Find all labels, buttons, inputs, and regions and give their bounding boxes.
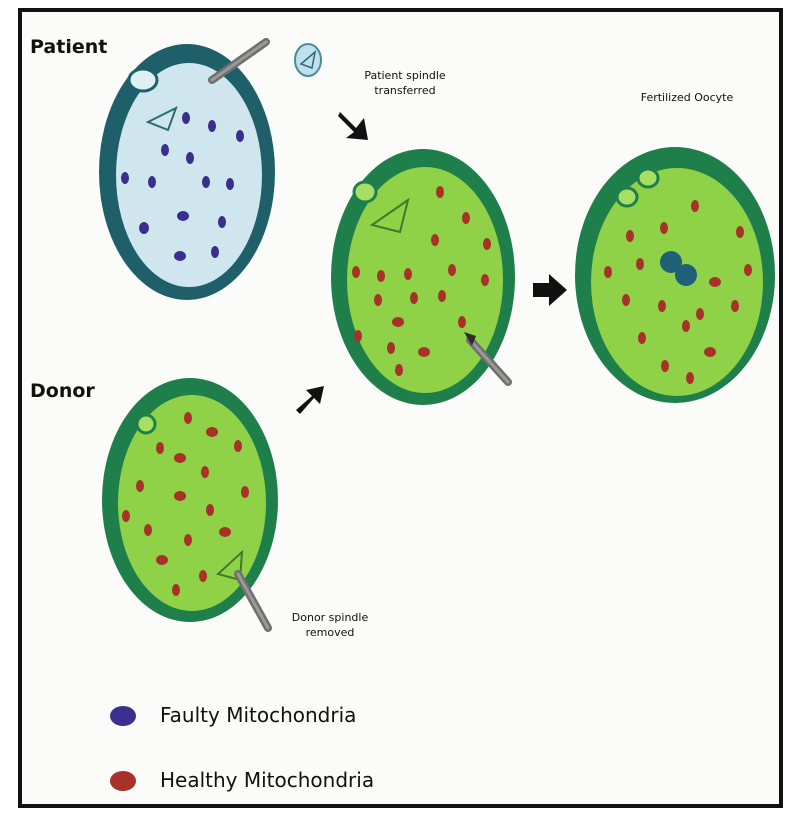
polar-body-1	[617, 188, 637, 206]
fertilized-oocyte-cytoplasm	[591, 168, 763, 396]
label-donor-spindle-line1: Donor spindle	[280, 610, 380, 625]
legend-faulty-marker	[110, 706, 136, 726]
label-patient: Patient	[30, 36, 107, 58]
legend-healthy-label: Healthy Mitochondria	[160, 768, 374, 792]
reconstructed-oocyte	[331, 149, 515, 405]
donor-polar-body	[137, 415, 155, 433]
arrow-to-fertilized	[533, 274, 567, 306]
label-patient-spindle: Patient spindle transferred	[350, 68, 460, 98]
patient-polar-body	[129, 69, 157, 91]
fertilized-oocyte	[575, 147, 775, 403]
label-fertilized: Fertilized Oocyte	[622, 90, 752, 105]
patient-oocyte	[99, 42, 275, 300]
label-patient-spindle-line2: transferred	[350, 83, 460, 98]
arrow-to-reconstructed-from-donor	[296, 386, 324, 414]
arrow-to-reconstructed-from-patient	[338, 112, 368, 140]
extracted-spindle-icon	[295, 44, 321, 76]
legend-healthy-marker	[110, 771, 136, 791]
label-donor-spindle-line2: removed	[280, 625, 380, 640]
label-donor-spindle: Donor spindle removed	[280, 610, 380, 640]
legend-faulty-label: Faulty Mitochondria	[160, 703, 356, 727]
reconstructed-polar-body	[354, 182, 376, 202]
polar-body-2	[638, 169, 658, 187]
donor-oocyte	[102, 378, 278, 628]
label-donor: Donor	[30, 380, 95, 402]
patient-oocyte-cytoplasm	[116, 63, 262, 287]
label-patient-spindle-line1: Patient spindle	[350, 68, 460, 83]
